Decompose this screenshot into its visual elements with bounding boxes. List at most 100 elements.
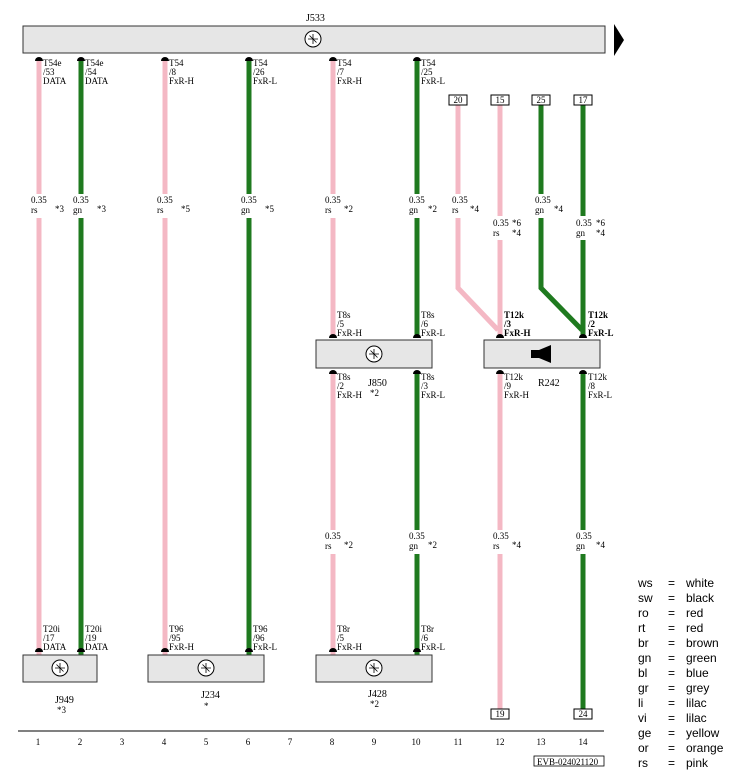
column-number: 13 bbox=[537, 737, 547, 747]
column-number: 3 bbox=[120, 737, 125, 747]
pin-connector bbox=[35, 648, 43, 652]
wire-note: *3 bbox=[97, 204, 107, 214]
legend-row: li=lilac bbox=[638, 696, 707, 710]
pin-connector bbox=[329, 334, 337, 338]
wire-note: *4 bbox=[512, 540, 522, 550]
pin-connector bbox=[77, 648, 85, 652]
r242-label: R242 bbox=[538, 378, 560, 389]
wire-col11 bbox=[455, 105, 500, 332]
wire-col13 bbox=[538, 105, 584, 332]
j428-sub: *2 bbox=[370, 699, 379, 709]
column-number: 2 bbox=[78, 737, 83, 747]
ref-label: 15 bbox=[496, 95, 506, 105]
wire-col4 bbox=[162, 60, 168, 658]
column-number: 10 bbox=[412, 737, 422, 747]
column-number: 9 bbox=[372, 737, 377, 747]
wire-note: *4 bbox=[554, 204, 564, 214]
j949-sub: *3 bbox=[57, 705, 67, 715]
arrow-right-icon bbox=[614, 24, 624, 56]
wire-note: *4 bbox=[596, 540, 606, 550]
legend-row: br=brown bbox=[638, 636, 719, 650]
pin-connector bbox=[496, 334, 504, 338]
column-number: 11 bbox=[454, 737, 463, 747]
legend-row: or=orange bbox=[638, 741, 724, 755]
pin-connector bbox=[77, 57, 85, 61]
legend-row: gn=green bbox=[638, 651, 717, 665]
pin-connector bbox=[413, 648, 421, 652]
wire-note: *2 bbox=[344, 540, 353, 550]
legend-row: rt=red bbox=[638, 621, 703, 635]
bottom-refs: 19 24 bbox=[490, 708, 593, 720]
legend-row: ge=yellow bbox=[638, 726, 720, 740]
column-number: 7 bbox=[288, 737, 293, 747]
pin-connector bbox=[245, 57, 253, 61]
column-number: 6 bbox=[246, 737, 251, 747]
wire-col6 bbox=[246, 60, 252, 658]
column-ruler: 1 2 3 4 5 6 7 8 9 10 11 12 13 14 bbox=[18, 730, 604, 747]
wire-note: *2 bbox=[428, 540, 437, 550]
wire-note: *6*4 bbox=[512, 218, 522, 238]
color-legend: ws=white sw=black ro=red rt=red br=brown… bbox=[637, 576, 724, 770]
wire-col1 bbox=[36, 60, 42, 658]
wire-note: *3 bbox=[55, 204, 65, 214]
ref-box bbox=[448, 94, 468, 106]
wire-note: *5 bbox=[265, 204, 275, 214]
ref-box bbox=[490, 708, 510, 720]
wire-col8-lower bbox=[330, 372, 336, 658]
pin-connector bbox=[161, 648, 169, 652]
column-number: 4 bbox=[162, 737, 167, 747]
pin-connector bbox=[413, 334, 421, 338]
ref-label: 20 bbox=[454, 95, 464, 105]
pin-connector bbox=[579, 370, 587, 374]
top-refs: 20 15 25 17 bbox=[448, 94, 593, 106]
pin-connector bbox=[329, 648, 337, 652]
j949-label: J949 bbox=[55, 695, 74, 706]
pin-connector bbox=[35, 57, 43, 61]
wire-note: *6*4 bbox=[596, 218, 606, 238]
ref-box bbox=[531, 94, 551, 106]
legend-row: gr=grey bbox=[638, 681, 709, 695]
column-number: 1 bbox=[36, 737, 41, 747]
speaker-icon bbox=[531, 345, 551, 363]
j234-sub: * bbox=[204, 701, 209, 711]
pin-connector bbox=[413, 57, 421, 61]
ref-label: 25 bbox=[537, 95, 547, 105]
wire-col10-lower bbox=[414, 372, 420, 658]
ref-box bbox=[490, 94, 510, 106]
pin-connector bbox=[245, 648, 253, 652]
doc-id: EVB-024021120 bbox=[533, 755, 605, 767]
j533-label: J533 bbox=[306, 13, 325, 24]
module-j949: J949 *3 bbox=[22, 654, 98, 715]
